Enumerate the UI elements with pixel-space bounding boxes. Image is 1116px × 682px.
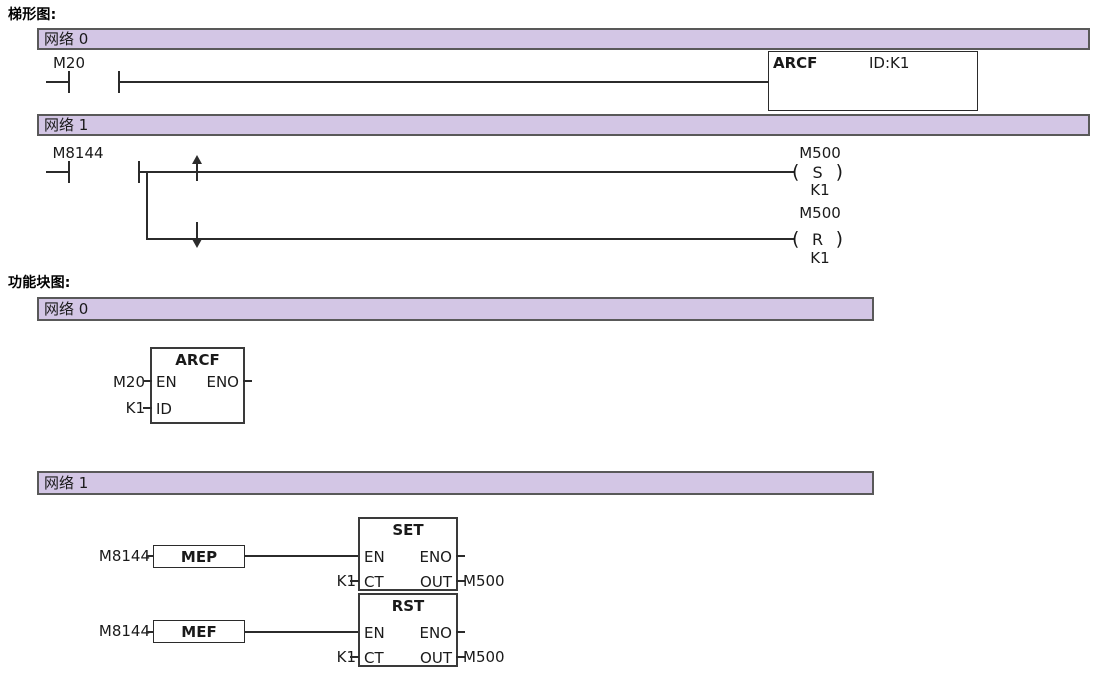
- ladder-network-1-header-label: 网络 1: [44, 115, 89, 134]
- ladder-network-1-header: 网络 1: [37, 114, 1090, 136]
- ladder-n1-coil-1-name: M500: [799, 204, 841, 222]
- fbd-network-1-header-label: 网络 1: [44, 473, 89, 492]
- fbd-n1-row-1-edge-block[interactable]: MEF: [153, 620, 245, 643]
- fbd-n1-row-1-input-stub: [146, 631, 155, 633]
- fbd-n0-id-input-value: K1: [125, 399, 145, 417]
- fbd-network-0-header: 网络 0: [37, 297, 874, 321]
- ladder-network-0-header-label: 网络 0: [44, 29, 89, 48]
- fbd-n1-set-block[interactable]: SET EN CT ENO OUT: [358, 517, 458, 591]
- fbd-n0-en-stub: [143, 380, 152, 382]
- fbd-n1-set-pin-eno: ENO: [419, 548, 452, 566]
- fbd-n0-pin-id: ID: [156, 400, 172, 418]
- coil-paren-open: (: [792, 228, 800, 250]
- fbd-n1-rst-pin-eno: ENO: [419, 624, 452, 642]
- ladder-n1-contact-bar-left[interactable]: [68, 161, 70, 183]
- fbd-n1-rst-pin-ct: CT: [364, 649, 384, 667]
- ladder-n0-arcf-title: ARCF: [773, 54, 818, 72]
- fbd-n1-set-title: SET: [392, 521, 424, 539]
- ladder-n1-branch-1-rung: [146, 238, 794, 240]
- coil-paren-close: ): [835, 161, 844, 183]
- fbd-n1-set-ct-stub: [350, 580, 359, 582]
- coil-paren-open: (: [792, 161, 800, 183]
- ladder-n0-rung: [119, 81, 769, 83]
- fbd-n1-rst-ct-stub: [350, 656, 359, 658]
- fbd-n1-row-0-input-stub: [146, 555, 155, 557]
- fbd-section-title: 功能块图:: [8, 275, 71, 291]
- ladder-n1-coil-0-name: M500: [799, 144, 841, 162]
- ladder-n1-rail-stub: [46, 171, 69, 173]
- ladder-n1-falling-edge-arrow-icon[interactable]: [192, 239, 202, 248]
- fbd-n1-rst-pin-out: OUT: [420, 649, 452, 667]
- fbd-n1-rst-out-value: M500: [463, 648, 505, 666]
- fbd-n0-eno-stub: [243, 380, 252, 382]
- ladder-n1-contact-label: M8144: [52, 144, 104, 162]
- fbd-n1-set-pin-en: EN: [364, 548, 385, 566]
- fbd-n1-rst-eno-stub: [456, 631, 465, 633]
- ladder-n1-branch-connector: [146, 171, 148, 240]
- ladder-network-0-header: 网络 0: [37, 28, 1090, 50]
- ladder-n0-rail-stub: [46, 81, 69, 83]
- fbd-n1-row-0-input: M8144: [98, 547, 150, 565]
- ladder-n0-arcf-block[interactable]: ARCF ID:K1: [768, 51, 978, 111]
- ladder-n0-contact-bar-left[interactable]: [68, 71, 70, 93]
- ladder-n1-coil-0-type: S: [812, 163, 823, 182]
- fbd-n1-rst-pin-en: EN: [364, 624, 385, 642]
- fbd-network-0-header-label: 网络 0: [44, 299, 89, 318]
- ladder-n1-rising-edge-arrow-icon[interactable]: [192, 155, 202, 164]
- ladder-section-title: 梯形图:: [8, 7, 57, 23]
- ladder-n1-branch-0-rung: [139, 171, 794, 173]
- fbd-n1-set-pin-out: OUT: [420, 573, 452, 591]
- fbd-n1-set-eno-stub: [456, 555, 465, 557]
- ladder-n1-coil-1-param: K1: [810, 249, 830, 267]
- fbd-n0-pin-en: EN: [156, 373, 177, 391]
- fbd-n1-set-out-value: M500: [463, 572, 505, 590]
- ladder-n1-coil-0-param: K1: [810, 181, 830, 199]
- fbd-n1-row-0-edge-block-label: MEP: [180, 547, 218, 566]
- fbd-n0-arcf-title: ARCF: [175, 351, 220, 369]
- ladder-n0-contact-label: M20: [52, 54, 86, 72]
- ladder-n1-coil-1-type: R: [811, 230, 824, 249]
- ladder-n1-rising-edge-arrow-stem: [196, 163, 198, 181]
- fbd-n1-row-1-link: [245, 631, 359, 633]
- ladder-n0-arcf-param: ID:K1: [869, 54, 910, 72]
- ladder-n1-falling-edge-arrow-stem: [196, 222, 198, 240]
- fbd-n0-id-stub: [143, 407, 152, 409]
- fbd-n1-set-pin-ct: CT: [364, 573, 384, 591]
- fbd-n1-set-out-stub: [456, 580, 465, 582]
- fbd-n1-row-0-edge-block[interactable]: MEP: [153, 545, 245, 568]
- fbd-n0-en-input-value: M20: [112, 373, 145, 391]
- fbd-n1-rst-ct-value: K1: [336, 648, 356, 666]
- fbd-n1-set-ct-value: K1: [336, 572, 356, 590]
- ladder-n1-coil-0[interactable]: ( S ): [792, 163, 843, 182]
- fbd-n1-rst-title: RST: [391, 597, 425, 615]
- ladder-n1-coil-1[interactable]: ( R ): [792, 230, 843, 249]
- fbd-n0-arcf-block[interactable]: ARCF EN ID ENO: [150, 347, 245, 424]
- coil-paren-close: ): [835, 228, 844, 250]
- fbd-n1-row-1-edge-block-label: MEF: [181, 622, 217, 641]
- fbd-n1-row-1-input: M8144: [98, 622, 150, 640]
- fbd-n1-rst-out-stub: [456, 656, 465, 658]
- fbd-n0-pin-eno: ENO: [206, 373, 239, 391]
- fbd-network-1-header: 网络 1: [37, 471, 874, 495]
- fbd-n1-row-0-link: [245, 555, 359, 557]
- fbd-n1-rst-block[interactable]: RST EN CT ENO OUT: [358, 593, 458, 667]
